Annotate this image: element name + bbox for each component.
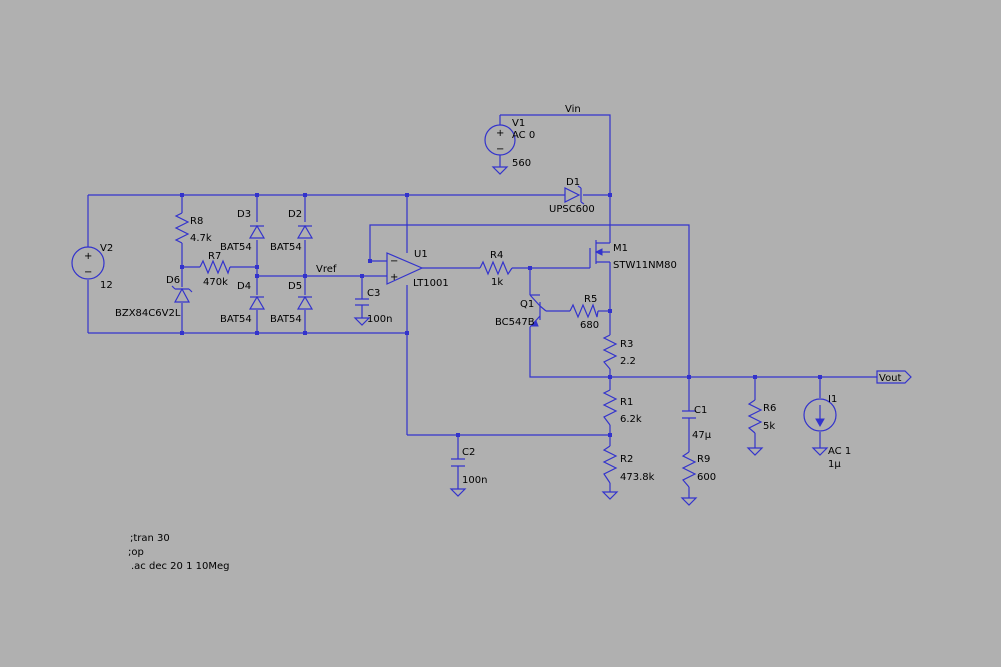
r3-value: 2.2 bbox=[620, 356, 636, 367]
svg-text:−: − bbox=[84, 267, 92, 278]
directive-ac: .ac dec 20 1 10Meg bbox=[131, 561, 229, 572]
transistor-q1[interactable]: Q1 BC547B bbox=[495, 294, 547, 328]
r5-value: 680 bbox=[580, 320, 599, 331]
d3-value: BAT54 bbox=[220, 242, 252, 253]
r6-ref: R6 bbox=[763, 403, 776, 414]
zener-d6[interactable]: D6 BZX84C6V2L bbox=[115, 275, 193, 319]
resistor-r2[interactable]: R2 473.8k bbox=[602, 445, 655, 484]
svg-text:+: + bbox=[496, 128, 504, 139]
d5-value: BAT54 bbox=[270, 314, 302, 325]
diode-d2[interactable]: D2 BAT54 bbox=[270, 209, 314, 253]
resistor-r3[interactable]: R3 2.2 bbox=[602, 334, 636, 370]
d2-ref: D2 bbox=[288, 209, 302, 220]
r4-value: 1k bbox=[491, 277, 503, 288]
diode-d1[interactable]: D1 UPSC600 bbox=[549, 177, 595, 215]
resistor-r4[interactable]: R4 1k bbox=[479, 250, 513, 288]
output-port-vout[interactable]: Vout bbox=[876, 370, 912, 384]
mosfet-m1[interactable]: M1 STW11NM80 bbox=[589, 240, 677, 271]
r2-ref: R2 bbox=[620, 454, 633, 465]
q1-value: BC547B bbox=[495, 317, 535, 328]
r9-ref: R9 bbox=[697, 454, 710, 465]
d4-ref: D4 bbox=[237, 281, 251, 292]
i1-value: AC 1 bbox=[828, 446, 851, 457]
svg-text:+: + bbox=[84, 251, 92, 262]
resistor-r5[interactable]: R5 680 bbox=[569, 294, 599, 331]
ground-r9 bbox=[680, 497, 698, 506]
d3-ref: D3 bbox=[237, 209, 251, 220]
resistor-r1[interactable]: R1 6.2k bbox=[602, 389, 642, 426]
r7-value: 470k bbox=[203, 277, 228, 288]
c1-ref: C1 bbox=[694, 405, 707, 416]
c3-ref: C3 bbox=[367, 288, 380, 299]
net-label-vref: Vref bbox=[316, 264, 337, 275]
r8-ref: R8 bbox=[190, 216, 203, 227]
r4-ref: R4 bbox=[490, 250, 503, 261]
spice-directives[interactable]: ;tran 30 ;op .ac dec 20 1 10Meg bbox=[128, 533, 229, 572]
d5-ref: D5 bbox=[288, 281, 302, 292]
c2-ref: C2 bbox=[462, 447, 475, 458]
d1-ref: D1 bbox=[566, 177, 580, 188]
diode-d3[interactable]: D3 BAT54 bbox=[220, 209, 266, 253]
source-v2[interactable]: + − V2 12 bbox=[71, 243, 113, 291]
net-label-vout: Vout bbox=[879, 373, 902, 384]
source-v1[interactable]: + − V1 AC 0 560 bbox=[484, 118, 535, 169]
ground-r6 bbox=[746, 447, 764, 456]
v1-ref: V1 bbox=[512, 118, 525, 129]
r6-value: 5k bbox=[763, 421, 775, 432]
current-source-i1[interactable]: I1 AC 1 1µ bbox=[803, 394, 851, 470]
u1-ref: U1 bbox=[414, 249, 428, 260]
ground-symbols bbox=[353, 166, 829, 506]
r3-ref: R3 bbox=[620, 339, 633, 350]
q1-ref: Q1 bbox=[520, 299, 534, 310]
u1-value: LT1001 bbox=[413, 278, 449, 289]
ground-r2 bbox=[601, 491, 619, 500]
v2-ref: V2 bbox=[100, 243, 113, 254]
d4-value: BAT54 bbox=[220, 314, 252, 325]
r9-value: 600 bbox=[697, 472, 716, 483]
r1-ref: R1 bbox=[620, 397, 633, 408]
d6-value: BZX84C6V2L bbox=[115, 308, 181, 319]
c3-value: 100n bbox=[367, 314, 392, 325]
directive-tran: ;tran 30 bbox=[130, 533, 170, 544]
opamp-u1[interactable]: − + U1 LT1001 bbox=[386, 249, 449, 289]
diode-d4[interactable]: D4 BAT54 bbox=[220, 281, 266, 325]
r5-ref: R5 bbox=[584, 294, 597, 305]
diode-d5[interactable]: D5 BAT54 bbox=[270, 281, 314, 325]
resistor-r6[interactable]: R6 5k bbox=[747, 399, 776, 434]
c1-value: 47µ bbox=[692, 430, 712, 441]
ground-v1 bbox=[491, 166, 509, 175]
directive-op: ;op bbox=[128, 547, 144, 558]
ground-c2 bbox=[449, 488, 467, 497]
d6-ref: D6 bbox=[166, 275, 180, 286]
r7-ref: R7 bbox=[208, 251, 221, 262]
r1-value: 6.2k bbox=[620, 414, 642, 425]
ground-c3 bbox=[353, 317, 371, 326]
svg-text:+: + bbox=[390, 272, 398, 283]
resistor-r9[interactable]: R9 600 bbox=[681, 451, 716, 488]
junctions bbox=[180, 193, 822, 437]
ground-i1 bbox=[811, 447, 829, 456]
v1-dc: 560 bbox=[512, 158, 531, 169]
svg-text:−: − bbox=[496, 144, 504, 155]
r8-value: 4.7k bbox=[190, 233, 212, 244]
resistor-r7[interactable]: R7 470k bbox=[199, 251, 231, 288]
svg-text:−: − bbox=[390, 256, 398, 267]
v2-value: 12 bbox=[100, 280, 113, 291]
capacitor-c2[interactable]: C2 100n bbox=[451, 447, 487, 486]
r2-value: 473.8k bbox=[620, 472, 655, 483]
c2-value: 100n bbox=[462, 475, 487, 486]
net-label-vin: Vin bbox=[565, 104, 581, 115]
v1-value: AC 0 bbox=[512, 130, 535, 141]
m1-ref: M1 bbox=[613, 243, 628, 254]
i1-ac: 1µ bbox=[828, 459, 841, 470]
m1-value: STW11NM80 bbox=[613, 260, 677, 271]
capacitor-c1[interactable]: C1 47µ bbox=[682, 405, 712, 441]
wires bbox=[87, 114, 877, 498]
capacitor-c3[interactable]: C3 100n bbox=[355, 288, 392, 325]
i1-ref: I1 bbox=[828, 394, 837, 405]
d1-value: UPSC600 bbox=[549, 204, 595, 215]
resistor-r8[interactable]: R8 4.7k bbox=[174, 212, 212, 244]
d2-value: BAT54 bbox=[270, 242, 302, 253]
